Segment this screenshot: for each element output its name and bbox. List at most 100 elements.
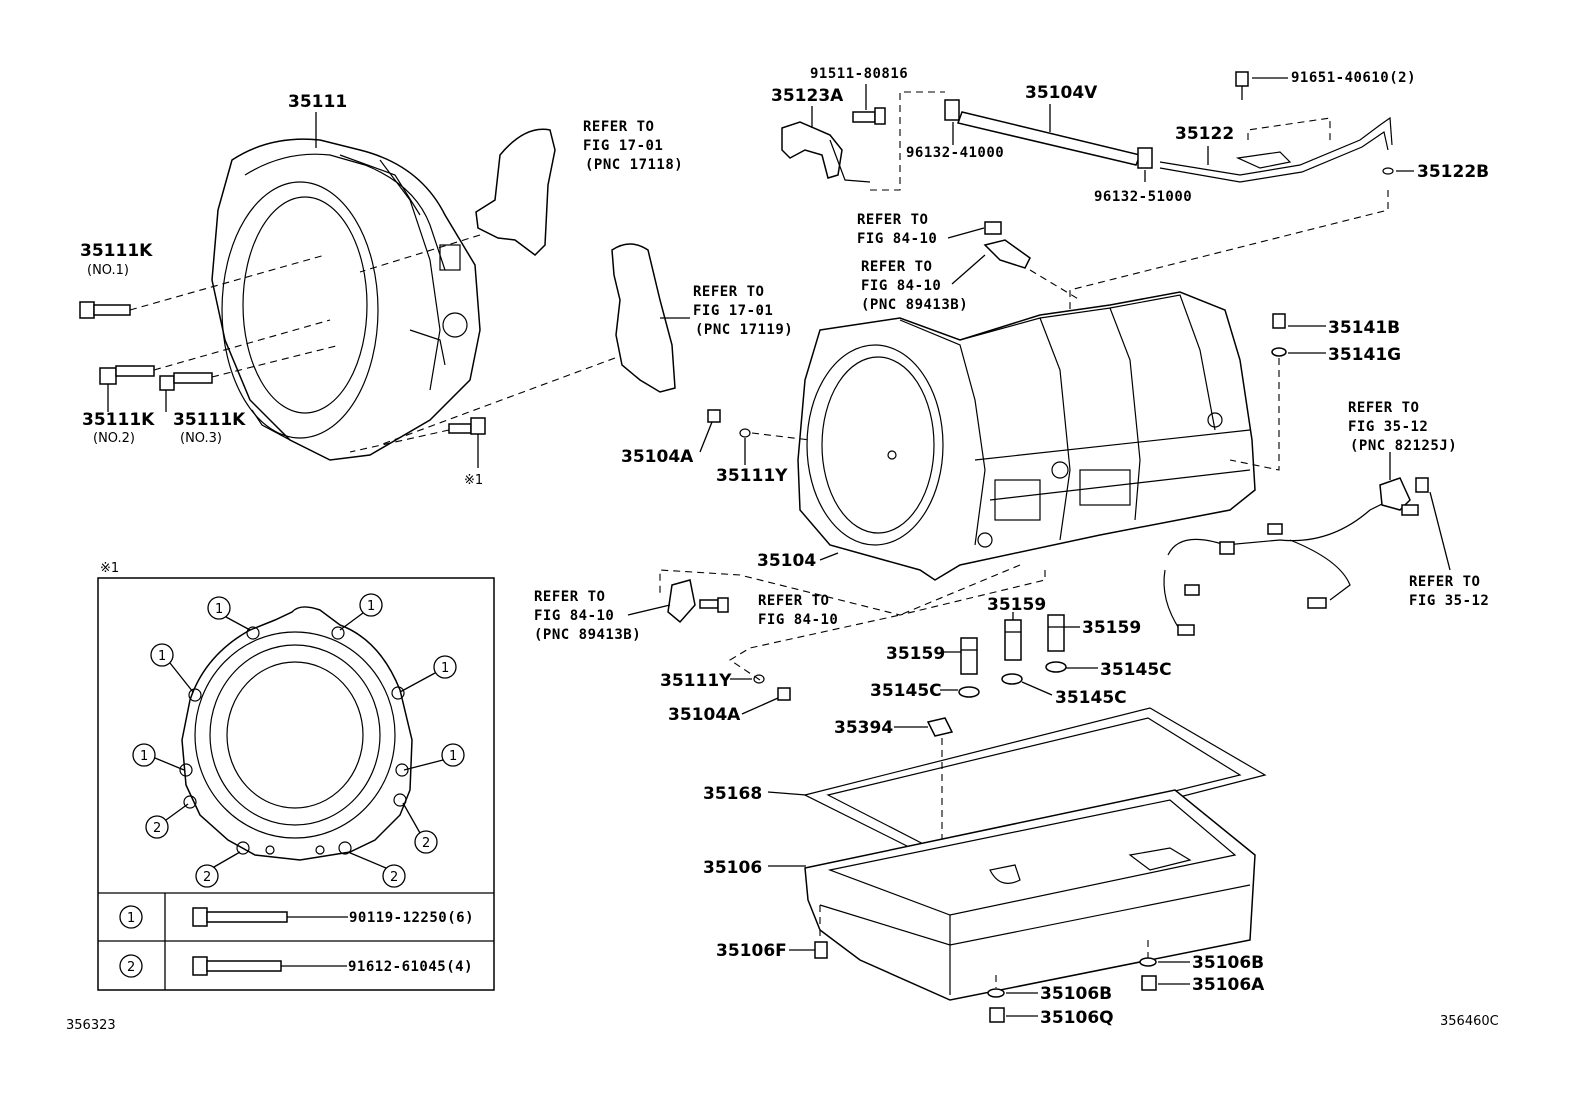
gasket-35145c-b	[1045, 661, 1067, 673]
svg-text:2: 2	[390, 870, 398, 885]
bolt-91612-label: 91612-61045(4)	[348, 959, 473, 975]
svg-text:FIG 17-01: FIG 17-01	[583, 138, 663, 154]
part-96132-51000-label: 96132-51000	[1094, 189, 1192, 205]
part-35106b-a-label: 35106B	[1192, 953, 1264, 973]
part-35104-label: 35104	[757, 551, 816, 571]
refer-8410-d: REFER TO FIG 84-10	[758, 593, 838, 628]
plate-17119	[611, 243, 676, 393]
inset-box	[97, 577, 495, 991]
part-35111y-top-label: 35111Y	[716, 466, 788, 486]
svg-text:REFER TO: REFER TO	[861, 259, 932, 275]
sensor-top	[983, 221, 1081, 301]
part-35111k-1-label: 35111K	[80, 241, 153, 261]
plug-35104a-top	[707, 409, 721, 423]
plug-35159-c	[1047, 614, 1065, 652]
part-35111y-bot-label: 35111Y	[660, 671, 732, 691]
wire-harness	[1163, 477, 1429, 636]
pan-gasket-35168	[803, 707, 1267, 861]
footer-right-code: 356460C	[1440, 1014, 1499, 1029]
svg-text:(PNC 17119): (PNC 17119)	[695, 322, 793, 338]
gasket-35145c-c	[1001, 673, 1023, 685]
gasket-35106b-a	[1139, 957, 1157, 967]
svg-text:REFER TO: REFER TO	[693, 284, 764, 300]
part-35104v-label: 35104V	[1025, 83, 1098, 103]
part-35159-b-label: 35159	[987, 595, 1046, 615]
svg-text:(PNC 89413B): (PNC 89413B)	[534, 627, 641, 643]
plug-35159-a	[960, 637, 978, 675]
refer-3512-a: REFER TO FIG 35-12 (PNC 82125J)	[1348, 400, 1457, 454]
inset-bolt-row-2: 2 91612-61045(4)	[119, 954, 473, 978]
part-35141g-label: 35141G	[1328, 345, 1401, 365]
svg-text:(PNC 89413B): (PNC 89413B)	[861, 297, 968, 313]
part-35106q-label: 35106Q	[1040, 1008, 1114, 1028]
magnet-35394	[926, 717, 954, 737]
plate-17118	[475, 128, 556, 256]
bolt-35111k-no1	[79, 254, 326, 319]
part-35168-label: 35168	[703, 784, 762, 804]
inset-callouts: 1 1 1 1 1 1 2 2 2 2	[132, 593, 465, 888]
refer-3512-b: REFER TO FIG 35-12	[1409, 574, 1489, 609]
part-35106-label: 35106	[703, 858, 762, 878]
svg-text:REFER TO: REFER TO	[1348, 400, 1419, 416]
svg-text:FIG 84-10: FIG 84-10	[857, 231, 937, 247]
part-91511-label: 91511-80816	[810, 66, 908, 82]
oring-35111y-bot	[753, 674, 765, 684]
svg-text:FIG 84-10: FIG 84-10	[861, 278, 941, 294]
svg-text:2: 2	[153, 821, 161, 836]
bolt-mark1	[349, 417, 486, 468]
part-35122b-label: 35122B	[1417, 162, 1489, 182]
bolt-35111k-no3	[159, 344, 341, 412]
inset-bolt-row-1: 1 90119-12250(6)	[119, 905, 474, 929]
refer-17119: REFER TO FIG 17-01 (PNC 17119)	[693, 284, 793, 338]
svg-text:(PNC 82125J): (PNC 82125J)	[1350, 438, 1457, 454]
part-35104a-bot-label: 35104A	[668, 705, 741, 725]
part-35111-label: 35111	[288, 92, 347, 112]
bolt-35106q	[989, 1007, 1005, 1023]
svg-text:REFER TO: REFER TO	[583, 119, 654, 135]
part-35145c-c-label: 35145C	[1055, 688, 1127, 708]
svg-text:REFER TO: REFER TO	[857, 212, 928, 228]
transmission-case-drawing	[797, 291, 1256, 581]
part-35159-c-label: 35159	[1082, 618, 1141, 638]
pipe-35122	[1159, 71, 1393, 183]
hose-35104v	[944, 99, 1153, 169]
svg-text:FIG 84-10: FIG 84-10	[758, 612, 838, 628]
part-35145c-a-label: 35145C	[870, 681, 942, 701]
part-35122-label: 35122	[1175, 124, 1234, 144]
svg-text:1: 1	[158, 649, 166, 664]
svg-text:1: 1	[215, 602, 223, 617]
svg-text:FIG 35-12: FIG 35-12	[1348, 419, 1428, 435]
part-35394-label: 35394	[834, 718, 893, 738]
footer-left-code: 356323	[66, 1018, 116, 1033]
part-35106b-b-label: 35106B	[1040, 984, 1112, 1004]
svg-text:REFER TO: REFER TO	[534, 589, 605, 605]
svg-text:FIG 84-10: FIG 84-10	[534, 608, 614, 624]
svg-text:1: 1	[140, 749, 148, 764]
part-91651-label: 91651-40610(2)	[1291, 70, 1416, 86]
gasket-35141g	[1271, 347, 1287, 357]
bolt-35111k-no2	[99, 319, 331, 412]
plug-35104a-bot	[777, 687, 791, 701]
refer-8410-a: REFER TO FIG 84-10	[857, 212, 937, 247]
bolt-35106f	[814, 941, 828, 959]
inset-housing-front	[179, 606, 413, 861]
part-35111k-3-note: (NO.3)	[180, 431, 222, 446]
svg-text:2: 2	[422, 836, 430, 851]
svg-text:FIG 17-01: FIG 17-01	[693, 303, 773, 319]
part-35111k-3-label: 35111K	[173, 410, 246, 430]
plug-35159-b	[1004, 619, 1022, 661]
sensor-bottom	[667, 579, 729, 624]
part-35106a-label: 35106A	[1192, 975, 1265, 995]
svg-text:REFER TO: REFER TO	[1409, 574, 1480, 590]
svg-text:1: 1	[449, 749, 457, 764]
part-35141b-label: 35141B	[1328, 318, 1400, 338]
bolt-35106a	[1141, 975, 1157, 991]
svg-text:FIG 35-12: FIG 35-12	[1409, 593, 1489, 609]
svg-text:2: 2	[203, 870, 211, 885]
bell-housing-drawing	[211, 138, 481, 461]
part-96132-41000-label: 96132-41000	[906, 145, 1004, 161]
refer-17118: REFER TO FIG 17-01 (PNC 17118)	[583, 119, 683, 173]
svg-text:REFER TO: REFER TO	[758, 593, 829, 609]
part-35159-a-label: 35159	[886, 644, 945, 664]
